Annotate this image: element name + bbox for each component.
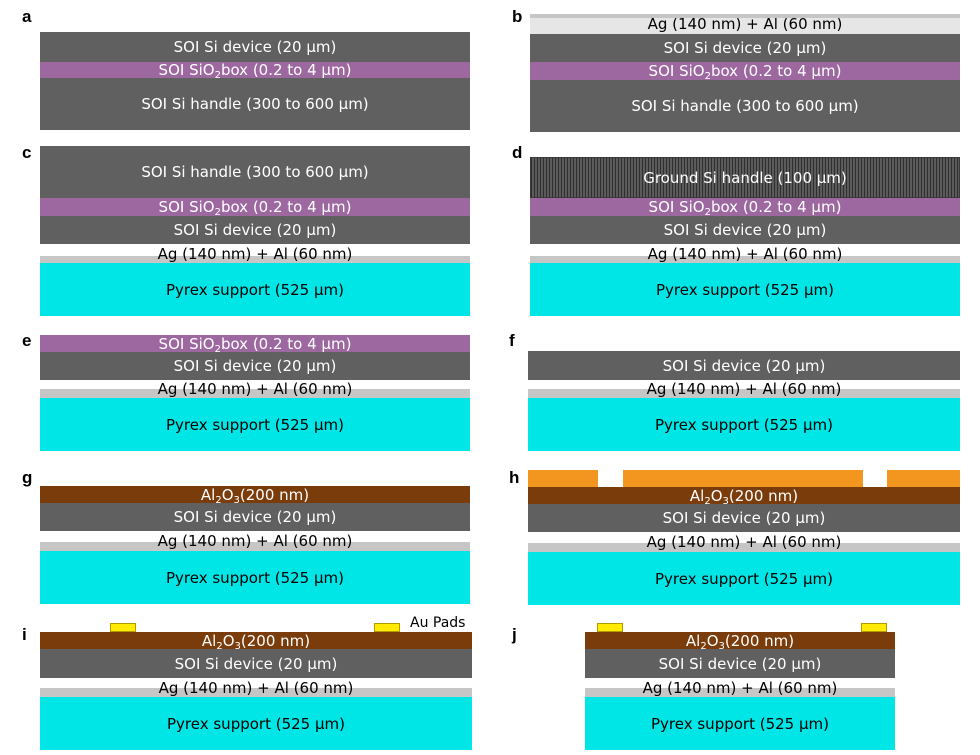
si-device-layer: SOI Si device (20 μm) [530, 34, 960, 62]
au-pad [597, 623, 623, 632]
al-band [585, 688, 895, 697]
pyrex-layer: Pyrex support (525 μm) [40, 551, 470, 604]
al2o3-label: Al2O3 (200 nm) [685, 631, 795, 652]
pyrex-layer: Pyrex support (525 μm) [528, 398, 960, 451]
metal-layer: Ag (140 nm) + Al (60 nm) [157, 532, 353, 550]
au-pad [861, 623, 887, 632]
metal-layer: Ag (140 nm) + Al (60 nm) [157, 380, 353, 398]
al2o3-layer: Al2O3 (200 nm) [40, 631, 472, 652]
photoresist-block [528, 470, 598, 487]
panel-label-b: b [512, 7, 523, 26]
sio2-box-layer: SOI SiO2 box (0.2 to 4 μm) [40, 198, 470, 218]
sio2-box-label: SOI SiO2 box (0.2 to 4 μm) [158, 198, 352, 218]
si-device-layer: SOI Si device (20 μm) [40, 216, 470, 244]
metal-layer: Ag (140 nm) + Al (60 nm) [646, 380, 842, 398]
pyrex-layer: Pyrex support (525 μm) [40, 398, 470, 451]
si-handle-layer: SOI Si handle (300 to 600 μm) [530, 80, 960, 132]
sio2-box-label: SOI SiO2 box (0.2 to 4 μm) [158, 334, 352, 355]
panel-label-h: h [509, 468, 520, 487]
al-band [40, 542, 470, 551]
si-handle-layer: SOI Si handle (300 to 600 μm) [40, 146, 470, 198]
pyrex-layer: Pyrex support (525 μm) [530, 263, 960, 316]
al2o3-label: Al2O3 (200 nm) [200, 485, 310, 506]
photoresist-block [887, 470, 960, 487]
metal-layer: Ag (140 nm) + Al (60 nm) [647, 244, 843, 263]
metal-layer: Ag (140 nm) + Al (60 nm) [158, 678, 354, 697]
panel-label-g: g [22, 468, 33, 487]
au-pads-label: Au Pads [410, 615, 466, 631]
sio2-box-layer: SOI SiO2 box (0.2 to 4 μm) [40, 61, 470, 81]
al2o3-label: Al2O3 (200 nm) [201, 631, 311, 652]
sio2-box-layer: SOI SiO2 box (0.2 to 4 μm) [530, 198, 960, 218]
al-band [528, 543, 960, 552]
si-device-layer: SOI Si device (20 μm) [528, 504, 960, 532]
sio2-box-layer: SOI SiO2 box (0.2 to 4 μm) [40, 334, 470, 355]
sio2-box-layer: SOI SiO2 box (0.2 to 4 μm) [530, 62, 960, 82]
si-device-layer: SOI Si device (20 μm) [40, 32, 470, 62]
au-pad [374, 623, 400, 632]
si-device-layer: SOI Si device (20 μm) [40, 503, 470, 531]
pyrex-layer: Pyrex support (525 μm) [528, 552, 960, 605]
al-band [40, 256, 470, 263]
pyrex-layer: Pyrex support (525 μm) [585, 697, 895, 750]
sio2-box-label: SOI SiO2 box (0.2 to 4 μm) [648, 198, 842, 218]
metal-layer: Ag (140 nm) + Al (60 nm) [157, 244, 353, 263]
metal-layer: Ag (140 nm) + Al (60 nm) [646, 533, 842, 551]
al2o3-label: Al2O3 (200 nm) [689, 486, 799, 507]
panel-label-e: e [22, 331, 32, 350]
panel-label-c: c [22, 143, 32, 162]
pyrex-layer: Pyrex support (525 μm) [40, 697, 472, 750]
photoresist-block [623, 470, 863, 487]
panel-label-f: f [509, 331, 515, 350]
si-handle-layer: SOI Si handle (300 to 600 μm) [40, 78, 470, 130]
si-device-layer: SOI Si device (20 μm) [40, 352, 470, 380]
al-band [530, 256, 960, 263]
al-band [40, 389, 470, 398]
metal-layer: Ag (140 nm) + Al (60 nm) [642, 678, 838, 697]
al-band [530, 14, 960, 18]
panel-label-a: a [22, 7, 32, 26]
metal-layer: Ag (140 nm) + Al (60 nm) [530, 14, 960, 34]
panel-label-d: d [512, 143, 523, 162]
sio2-box-label: SOI SiO2 box (0.2 to 4 μm) [648, 62, 842, 82]
pyrex-layer: Pyrex support (525 μm) [40, 263, 470, 316]
panel-label-i: i [22, 625, 27, 644]
si-device-layer: SOI Si device (20 μm) [528, 351, 960, 380]
au-pad [110, 623, 136, 632]
si-device-layer: SOI Si device (20 μm) [585, 649, 895, 678]
al-band [40, 688, 472, 697]
al2o3-layer: Al2O3 (200 nm) [40, 485, 470, 506]
al-band [528, 389, 960, 398]
si-device-layer: SOI Si device (20 μm) [530, 216, 960, 244]
panel-label-j: j [512, 625, 517, 644]
ground-si-handle-layer: Ground Si handle (100 μm) [530, 157, 960, 198]
sio2-box-label: SOI SiO2 box (0.2 to 4 μm) [158, 61, 352, 81]
si-device-layer: SOI Si device (20 μm) [40, 649, 472, 678]
al2o3-layer: Al2O3 (200 nm) [528, 486, 960, 507]
al2o3-layer: Al2O3 (200 nm) [585, 631, 895, 652]
